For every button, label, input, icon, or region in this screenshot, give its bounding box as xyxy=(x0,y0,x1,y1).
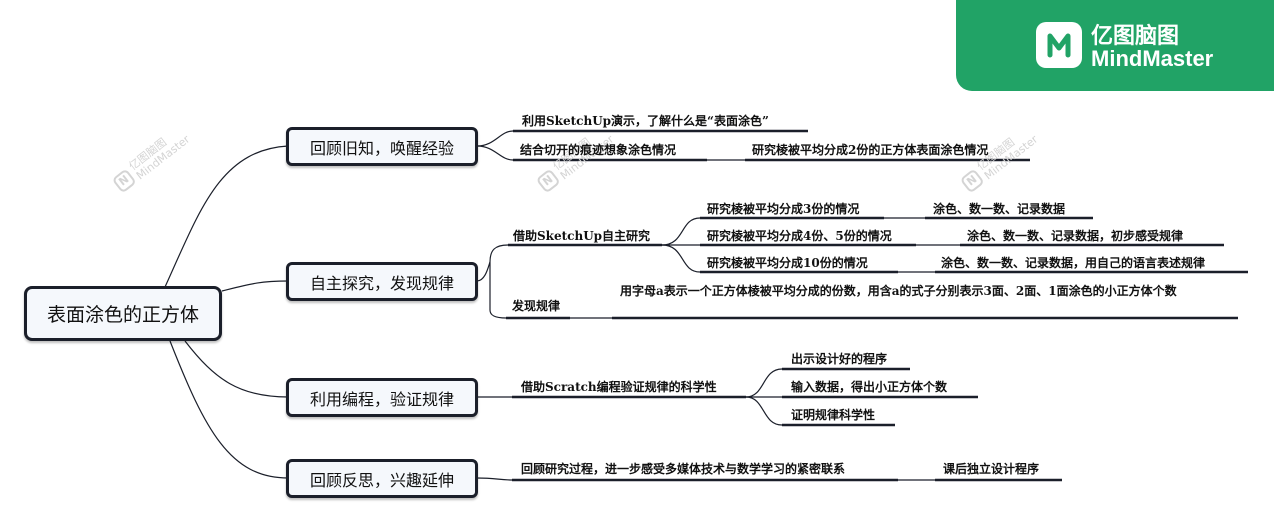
subtopic-prove-pattern[interactable]: 证明规律科学性 xyxy=(791,408,876,422)
subtopic-design-program[interactable]: 课后独立设计程序 xyxy=(943,462,1040,476)
brand-name-cn: 亿图脑图 xyxy=(1091,23,1180,48)
connector xyxy=(476,477,513,481)
branch-reflect-extend[interactable]: 回顾反思，兴趣延伸 xyxy=(286,459,478,498)
subtopic-sketchup-demo[interactable]: 利用SketchUp演示，了解什么是“表面涂色” xyxy=(522,114,769,128)
branch-label: 利用编程，验证规律 xyxy=(309,389,454,409)
connector xyxy=(221,280,289,292)
connector xyxy=(476,130,514,147)
subtopic-input-data[interactable]: 输入数据，得出小正方体个数 xyxy=(791,380,948,394)
subtopic-find-pattern[interactable]: 发现规律 xyxy=(512,299,561,313)
connector xyxy=(661,244,701,273)
connector xyxy=(489,309,507,319)
branch-label: 自主探究，发现规律 xyxy=(309,273,454,293)
connector xyxy=(661,217,701,246)
connector xyxy=(745,396,783,426)
subtopic-edge-4-5-parts[interactable]: 研究棱被平均分成4份、5份的情况 xyxy=(707,229,892,243)
brand-name-en: MindMaster xyxy=(1091,46,1214,71)
subtopic-review-process[interactable]: 回顾研究过程，进一步感受多媒体技术与数学学习的紧密联系 xyxy=(521,462,846,476)
brand-badge: 亿图脑图 MindMaster xyxy=(956,0,1274,91)
connector xyxy=(164,145,289,288)
mindmaster-logo-icon xyxy=(1036,22,1082,68)
subtopic-sketchup-research[interactable]: 借助SketchUp自主研究 xyxy=(513,229,651,243)
connector xyxy=(489,244,509,263)
subtopic-imagine-cuts[interactable]: 结合切开的痕迹想象涂色情况 xyxy=(520,143,677,157)
branch-programming-verify[interactable]: 利用编程，验证规律 xyxy=(286,378,478,417)
subtopic-edge-10-parts[interactable]: 研究棱被平均分成10份的情况 xyxy=(707,256,868,270)
root-topic-label: 表面涂色的正方体 xyxy=(46,304,199,326)
subtopic-show-program[interactable]: 出示设计好的程序 xyxy=(791,352,888,366)
branch-review-knowledge[interactable]: 回顾旧知，唤醒经验 xyxy=(286,127,478,166)
connector xyxy=(476,261,491,282)
branch-label: 回顾旧知，唤醒经验 xyxy=(309,138,454,158)
connector xyxy=(184,340,289,398)
branch-self-explore[interactable]: 自主探究，发现规律 xyxy=(286,262,478,301)
branch-label: 回顾反思，兴趣延伸 xyxy=(309,470,454,490)
connector xyxy=(745,368,783,398)
connector xyxy=(169,340,289,479)
subtopic-record-data-3[interactable]: 涂色、数一数、记录数据，用自己的语言表述规律 xyxy=(941,256,1206,270)
root-topic[interactable]: 表面涂色的正方体 xyxy=(24,286,222,341)
subtopic-edge-2-parts[interactable]: 研究棱被平均分成2份的正方体表面涂色情况 xyxy=(752,143,989,157)
subtopic-record-data-2[interactable]: 涂色、数一数、记录数据，初步感受规律 xyxy=(967,229,1184,243)
subtopic-edge-3-parts[interactable]: 研究棱被平均分成3份的情况 xyxy=(707,202,860,216)
subtopic-record-data-1[interactable]: 涂色、数一数、记录数据 xyxy=(933,202,1066,216)
subtopic-algebra-expression[interactable]: 用字母a表示一个正方体棱被平均分成的份数，用含a的式子分别表示3面、2面、1面涂… xyxy=(620,284,1177,298)
connector xyxy=(476,145,514,161)
subtopic-scratch-verify[interactable]: 借助Scratch编程验证规律的科学性 xyxy=(521,380,717,394)
